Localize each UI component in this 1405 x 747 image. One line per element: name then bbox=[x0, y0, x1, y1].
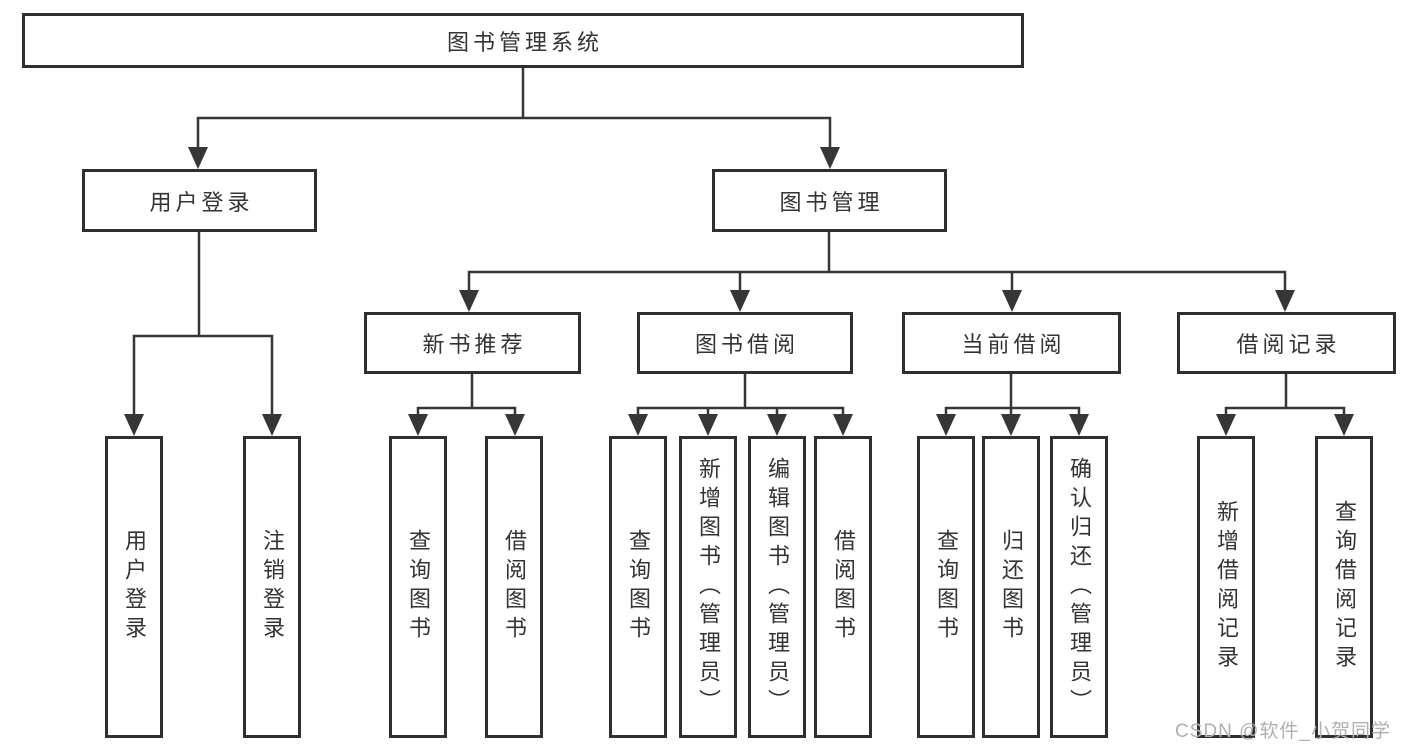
leaf-logout-login: 注销登录 bbox=[243, 436, 301, 738]
node-book-borrowing: 图书借阅 bbox=[637, 312, 853, 374]
csdn-watermark: CSDN @软件_小贺同学 bbox=[1175, 721, 1391, 742]
leaf-user-login: 用户登录 bbox=[105, 436, 163, 738]
leaf-edit-book-admin-label: 编辑图书（管理员） bbox=[765, 456, 790, 718]
node-root-system: 图书管理系统 bbox=[22, 13, 1024, 68]
leaf-user-login-label: 用户登录 bbox=[122, 529, 147, 645]
leaf-edit-book-admin: 编辑图书（管理员） bbox=[748, 436, 806, 738]
leaf-query-books-recommend: 查询图书 bbox=[389, 436, 447, 738]
node-borrowing-records: 借阅记录 bbox=[1177, 312, 1396, 374]
leaf-query-books-recommend-label: 查询图书 bbox=[406, 529, 431, 645]
leaf-query-borrow-record: 查询借阅记录 bbox=[1315, 436, 1373, 738]
leaf-add-borrow-record-label: 新增借阅记录 bbox=[1214, 500, 1239, 674]
leaf-add-borrow-record: 新增借阅记录 bbox=[1197, 436, 1255, 738]
leaf-borrow-books-borrowing: 借阅图书 bbox=[814, 436, 872, 738]
node-new-book-recommendation: 新书推荐 bbox=[364, 312, 581, 374]
leaf-return-books: 归还图书 bbox=[982, 436, 1040, 738]
leaf-borrow-books-borrowing-label: 借阅图书 bbox=[831, 529, 856, 645]
leaf-confirm-return-admin-label: 确认归还（管理员） bbox=[1067, 456, 1092, 718]
node-user-login: 用户登录 bbox=[82, 169, 317, 232]
leaf-query-books-borrowing-label: 查询图书 bbox=[626, 529, 651, 645]
leaf-add-book-admin-label: 新增图书（管理员） bbox=[696, 456, 721, 718]
leaf-confirm-return-admin: 确认归还（管理员） bbox=[1050, 436, 1108, 738]
leaf-query-books-current: 查询图书 bbox=[917, 436, 975, 738]
leaf-borrow-books-recommend: 借阅图书 bbox=[485, 436, 543, 738]
node-book-management: 图书管理 bbox=[712, 169, 947, 232]
leaf-return-books-label: 归还图书 bbox=[999, 529, 1024, 645]
node-current-borrowing: 当前借阅 bbox=[902, 312, 1121, 374]
leaf-add-book-admin: 新增图书（管理员） bbox=[679, 436, 737, 738]
leaf-query-books-borrowing: 查询图书 bbox=[609, 436, 667, 738]
leaf-logout-login-label: 注销登录 bbox=[260, 529, 285, 645]
leaf-query-books-current-label: 查询图书 bbox=[934, 529, 959, 645]
leaf-query-borrow-record-label: 查询借阅记录 bbox=[1332, 500, 1357, 674]
leaf-borrow-books-recommend-label: 借阅图书 bbox=[502, 529, 527, 645]
arrowheads bbox=[124, 147, 1354, 436]
